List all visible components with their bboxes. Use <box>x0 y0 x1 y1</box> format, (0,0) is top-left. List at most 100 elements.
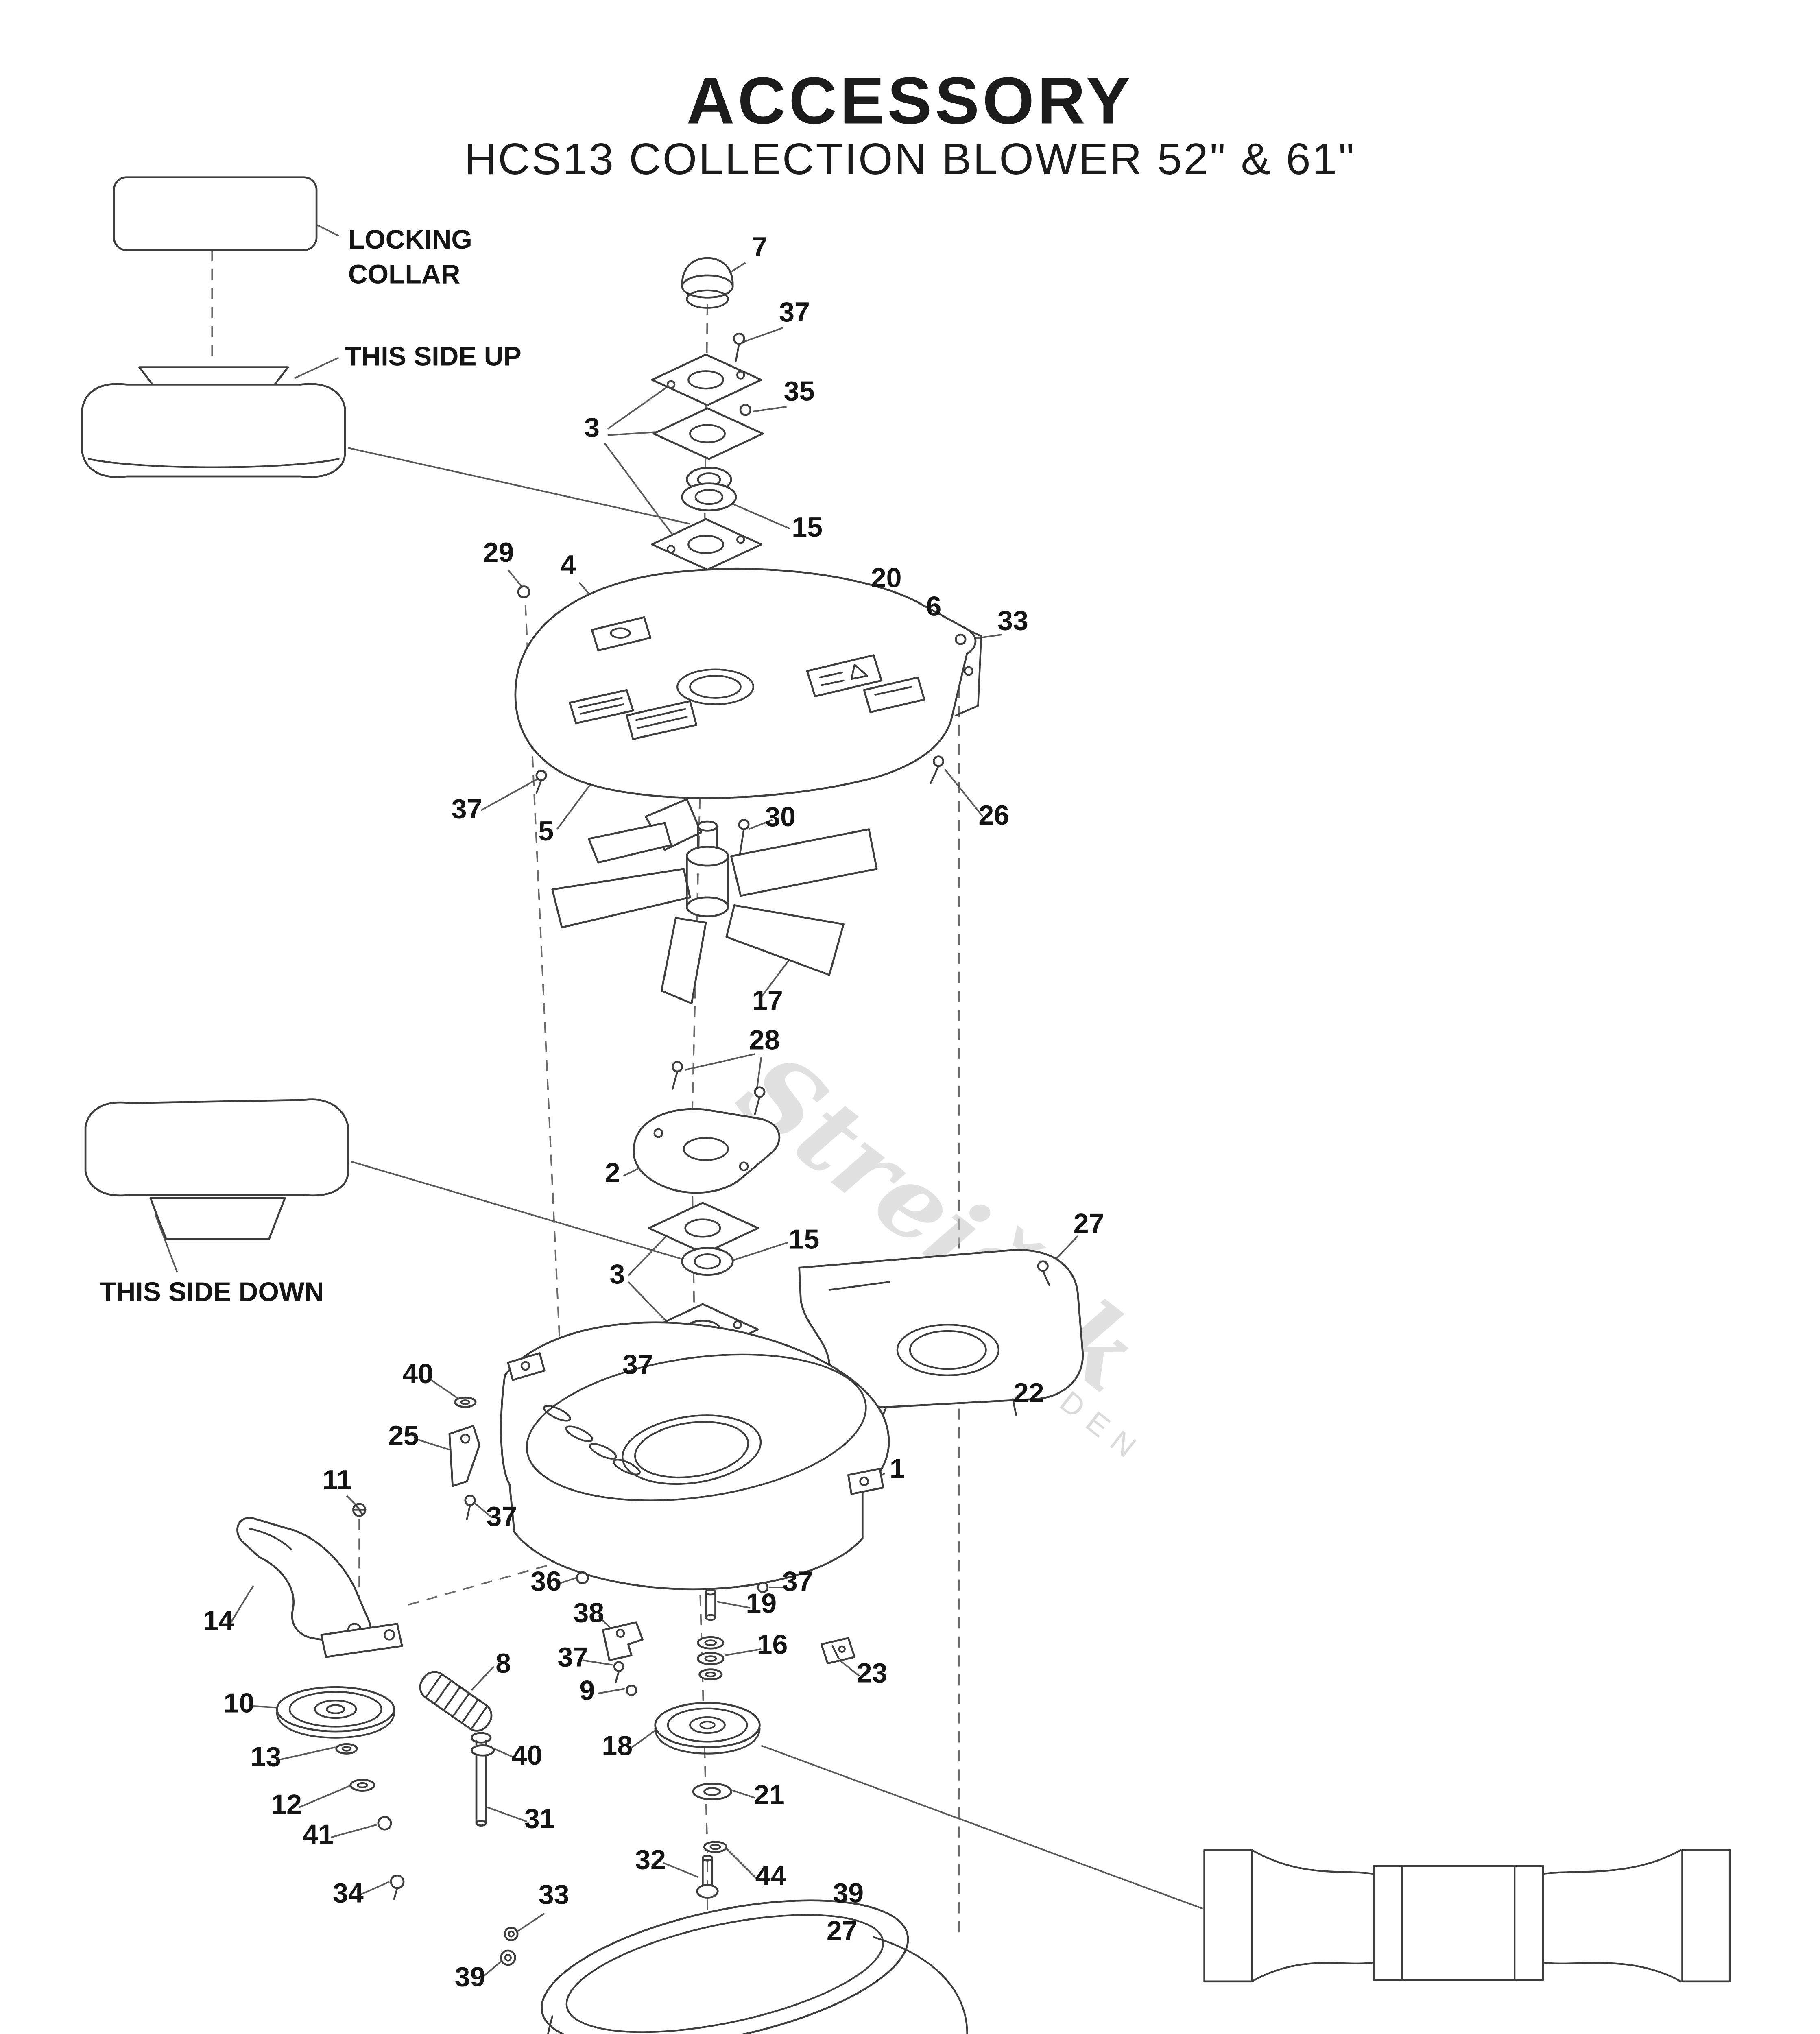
part-callout-17: 17 <box>752 985 783 1016</box>
part-callout-37: 37 <box>486 1501 517 1532</box>
decal-4 <box>591 616 652 652</box>
screw-27-top <box>1037 1260 1050 1286</box>
part-callout-27: 27 <box>827 1916 858 1947</box>
part-callout-10: 10 <box>224 1687 255 1718</box>
part-callout-3: 3 <box>584 412 600 443</box>
part-callout-15: 15 <box>788 1224 819 1255</box>
bracket-25 <box>448 1425 481 1487</box>
spindle-pulley-part <box>654 1702 761 1899</box>
bolt-29 <box>517 585 530 598</box>
part-callout-28: 28 <box>749 1024 780 1055</box>
pulley-cross-section <box>1203 1849 1731 1983</box>
part-callout-30: 30 <box>765 801 796 832</box>
screw-11 <box>352 1503 367 1517</box>
part-callout-4: 4 <box>561 550 576 581</box>
part-callout-37: 37 <box>452 793 482 824</box>
bolt-32 <box>696 1855 719 1899</box>
part-callout-41: 41 <box>303 1819 334 1850</box>
deck-plate-part <box>514 567 982 860</box>
nut-41 <box>377 1816 392 1831</box>
nut-9 <box>626 1684 637 1696</box>
screw-37-left <box>464 1495 476 1520</box>
washer-40b <box>471 1744 495 1757</box>
screw-37-deck <box>535 770 547 794</box>
part-callout-34: 34 <box>333 1877 364 1908</box>
washer-40a <box>454 1396 477 1408</box>
bolt-37-top <box>733 332 745 362</box>
part-callout-22: 22 <box>1013 1377 1044 1408</box>
part-callout-14: 14 <box>203 1605 234 1636</box>
washers-16 <box>697 1636 725 1680</box>
bolt-31-assembly <box>471 1732 495 1827</box>
locking-collar-label-line2: COLLAR <box>348 259 460 289</box>
cap-part <box>681 257 734 309</box>
screw-30 <box>738 818 750 860</box>
part-callout-9: 9 <box>579 1675 595 1706</box>
locking-collar-label-line1: LOCKING <box>348 225 472 255</box>
part-callout-23: 23 <box>857 1658 888 1689</box>
washer-33b <box>504 1927 519 1941</box>
washer-39a <box>500 1949 516 1966</box>
part-callout-7: 7 <box>752 231 767 262</box>
part-callout-8: 8 <box>495 1648 511 1679</box>
screws-28 <box>672 1061 766 1115</box>
part-callout-37: 37 <box>557 1642 588 1673</box>
part-callout-15: 15 <box>792 512 823 543</box>
part-callout-37: 37 <box>782 1566 813 1597</box>
idler-pulley-part <box>276 1686 405 1900</box>
this-side-down-label: THIS SIDE DOWN <box>100 1277 324 1307</box>
part-callout-36: 36 <box>530 1566 561 1597</box>
part-callout-40: 40 <box>512 1740 543 1771</box>
part-callout-37: 37 <box>779 297 810 327</box>
locking-collar-illustration <box>81 176 346 478</box>
part-callout-11: 11 <box>323 1464 352 1495</box>
part-callout-13: 13 <box>251 1742 282 1772</box>
part-callout-3: 3 <box>609 1259 625 1290</box>
screw-26 <box>930 755 945 784</box>
washer-21 <box>692 1783 732 1800</box>
part-callout-35: 35 <box>784 375 815 406</box>
part-callout-12: 12 <box>271 1789 302 1820</box>
part-callout-2: 2 <box>605 1157 620 1188</box>
part-callout-25: 25 <box>388 1420 419 1451</box>
part-callout-39: 39 <box>455 1961 486 1992</box>
bearing-flange-stack <box>651 354 764 571</box>
idler-arm-part <box>236 1517 403 1658</box>
washer-44 <box>703 1841 728 1853</box>
part-callout-16: 16 <box>757 1629 788 1660</box>
part-callout-37: 37 <box>622 1349 653 1380</box>
part-callout-18: 18 <box>602 1730 633 1761</box>
part-callout-6: 6 <box>926 591 941 622</box>
part-callout-20: 20 <box>871 562 902 593</box>
part-callout-38: 38 <box>573 1598 604 1628</box>
washer-13 <box>335 1743 358 1755</box>
page-subtitle: HCS13 COLLECTION BLOWER 52" & 61" <box>464 134 1355 184</box>
bolt-34 <box>390 1874 405 1900</box>
this-side-down-illustration <box>84 1098 349 1240</box>
part-callout-33: 33 <box>997 605 1028 636</box>
part-callout-40: 40 <box>402 1358 433 1389</box>
bracket-38 <box>602 1621 644 1661</box>
fan-part <box>551 798 878 1004</box>
part-callout-27: 27 <box>1074 1208 1104 1239</box>
washer-12 <box>349 1779 375 1792</box>
screw-37-bracket <box>613 1661 624 1683</box>
part-callout-29: 29 <box>483 537 514 568</box>
this-side-up-label: THIS SIDE UP <box>345 342 522 372</box>
nut-36 <box>576 1571 589 1584</box>
decal-6a <box>806 654 883 698</box>
part-callout-5: 5 <box>538 816 554 847</box>
mount-plate-part <box>633 1108 781 1194</box>
part-callout-32: 32 <box>635 1844 666 1875</box>
spring-part <box>419 1671 493 1732</box>
bolt-33-top <box>955 633 967 645</box>
housing-hardware <box>352 1396 856 1696</box>
discharge-housing-part <box>541 1899 968 2034</box>
part-callout-33: 33 <box>539 1879 570 1910</box>
page-title: ACCESSORY <box>687 63 1134 137</box>
nut-37-right <box>757 1582 769 1593</box>
part-callout-44: 44 <box>755 1860 786 1891</box>
